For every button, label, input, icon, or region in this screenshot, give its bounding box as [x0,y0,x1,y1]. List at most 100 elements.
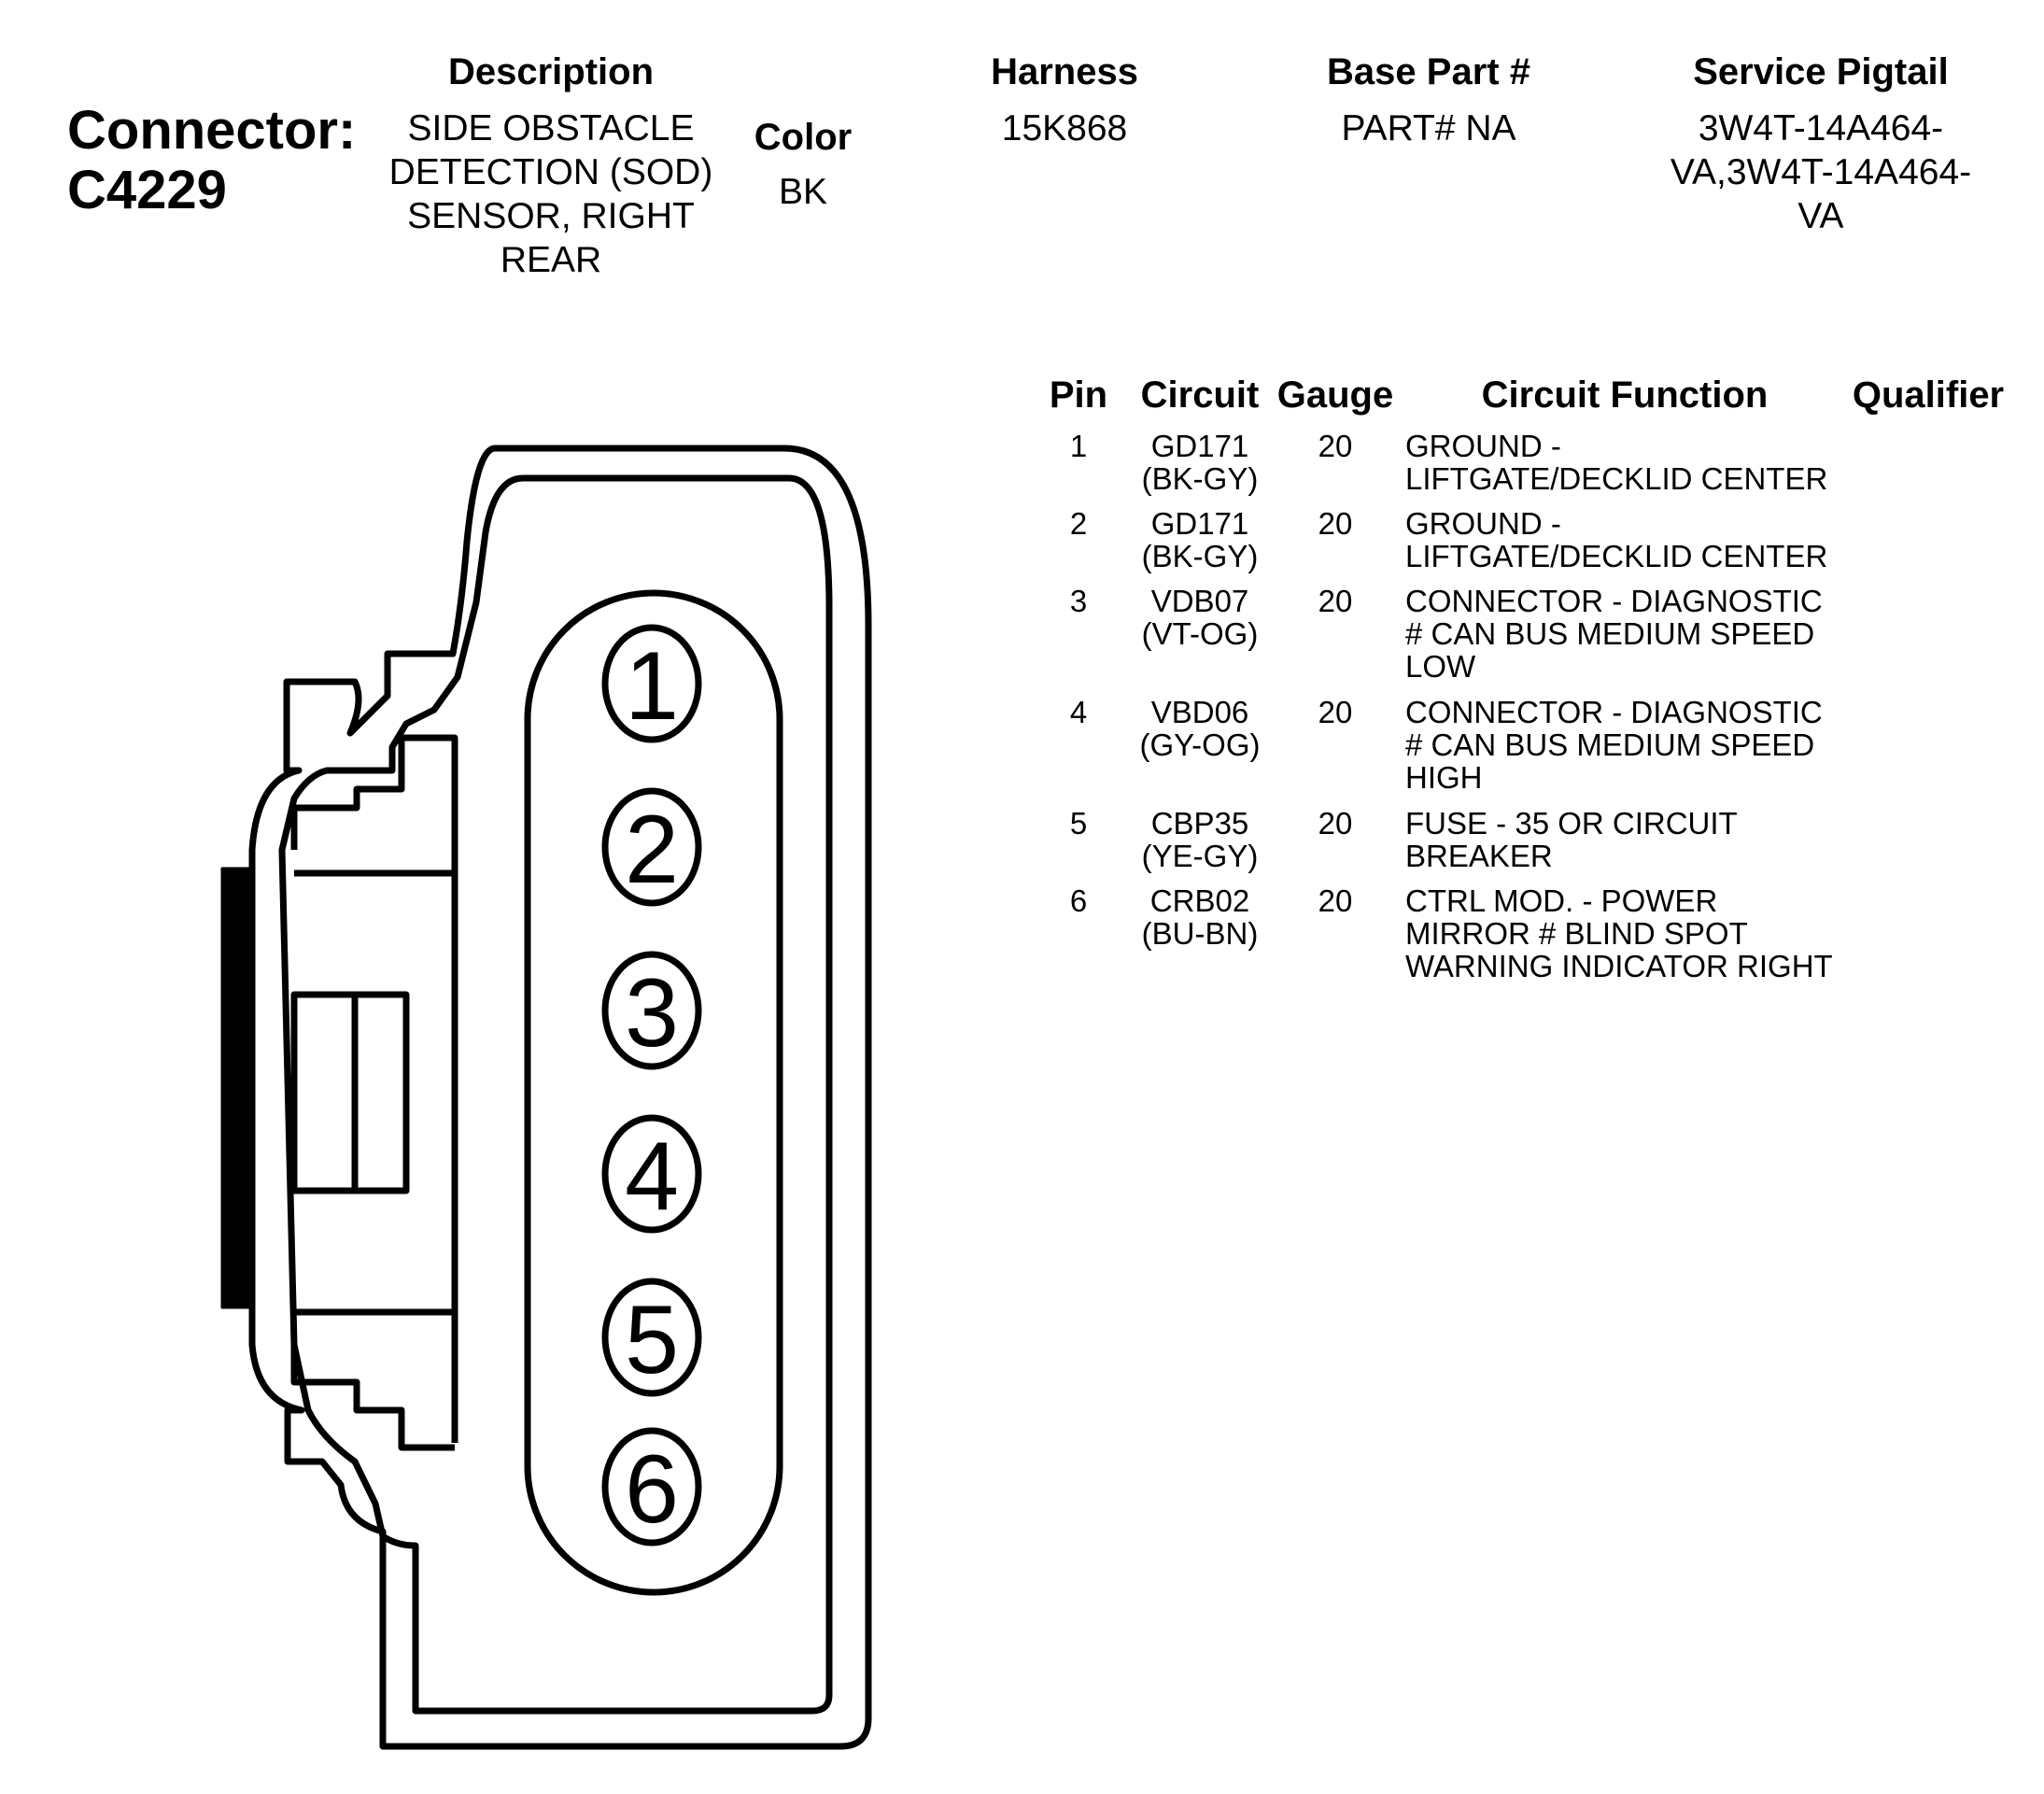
base-part-header: Base Part # [1327,51,1530,92]
circuit-function: GROUND - LIFTGATE/DECKLID CENTER [1405,507,1844,572]
pin-row-2: 2 GD171 (BK-GY) 20 GROUND - LIFTGATE/DEC… [1036,507,2017,617]
pin-number: 4 [1069,695,1088,729]
pin-number: 1 [1069,429,1088,463]
service-pigtail-line: VA [1797,196,1844,236]
function-line: GROUND - [1405,429,1561,463]
color-header: Color [754,117,853,158]
function-line: LIFTGATE/DECKLID CENTER [1405,461,1828,496]
circuit-function-column-header: Circuit Function [1481,374,1769,416]
circuit-id: CBP35 [1150,806,1249,840]
circuit-function: GROUND - LIFTGATE/DECKLID CENTER [1405,430,1844,495]
pin-row-1: 1 GD171 (BK-GY) 20 GROUND - LIFTGATE/DEC… [1036,430,2017,540]
circuit-id: GD171 [1150,506,1249,541]
circuit-id: GD171 [1150,429,1249,463]
function-line: CTRL MOD. - POWER [1405,883,1718,918]
circuit-cell: VDB07 (VT-OG) [1121,585,1279,650]
description-line: DETECTION (SOD) [388,152,713,192]
circuit-id: CRB02 [1149,883,1250,918]
pin-circle [601,951,702,1070]
housing-outer-outline [248,445,872,1750]
pin-row-4: 4 VBD06 (GY-OG) 20 CONNECTOR - DIAGNOSTI… [1036,696,2017,806]
wire-color: (VT-OG) [1141,616,1259,651]
gauge-value: 20 [1318,506,1353,541]
harness-header: Harness [991,51,1138,92]
function-line: LOW [1405,649,1476,684]
pin-number: 2 [1069,506,1088,541]
service-pigtail-line: VA,3W4T-14A464- [1670,152,1972,192]
connector-title: Connector: C4229 [67,101,356,220]
service-pigtail-header: Service Pigtail [1693,51,1949,92]
circuit-cell: GD171 (BK-GY) [1121,430,1279,495]
pin-label: 5 [625,1286,679,1394]
function-line: WARNING INDICATOR RIGHT [1405,949,1833,983]
function-line: # CAN BUS MEDIUM SPEED [1405,727,1815,762]
function-line: MIRROR # BLIND SPOT [1405,916,1748,951]
latch-upper-step [290,734,458,1443]
pin-circle [601,1278,702,1397]
pin-4: 4 [601,1114,702,1234]
circuit-id: VDB07 [1150,584,1249,618]
pin-3: 3 [601,951,702,1070]
circuit-id: VBD06 [1150,695,1249,729]
function-line: GROUND - [1405,506,1561,541]
pin-label: 1 [625,632,679,741]
function-line: # CAN BUS MEDIUM SPEED [1405,616,1815,651]
pin-label: 4 [625,1123,679,1231]
latch-window [290,991,410,1194]
connector-face-diagram: 1 2 3 4 5 6 [220,445,872,1750]
service-pigtail-value: 3W4T-14A464- VA,3W4T-14A464- VA [1625,106,2017,238]
qualifier-column-header: Qualifier [1852,374,2005,416]
pin-number: 5 [1069,806,1088,840]
harness-value: 15K868 [1001,108,1128,148]
wire-color: (BK-GY) [1141,539,1259,573]
pin-circle [601,624,702,743]
gauge-value: 20 [1318,883,1353,918]
circuit-function: CONNECTOR - DIAGNOSTIC # CAN BUS MEDIUM … [1405,696,1844,794]
grip-ridge [220,867,252,1309]
circuit-cell: CRB02 (BU-BN) [1121,884,1279,950]
pin-label: 2 [625,796,679,904]
function-line: HIGH [1405,760,1483,795]
circuit-cell: CBP35 (YE-GY) [1121,807,1279,872]
circuit-cell: VBD06 (GY-OG) [1121,696,1279,761]
wire-color: (BU-BN) [1141,916,1259,951]
gauge-value: 20 [1318,695,1353,729]
description-value: SIDE OBSTACLE DETECTION (SOD) SENSOR, RI… [355,106,747,282]
pin-5: 5 [601,1278,702,1397]
connector-label: Connector: [67,100,357,161]
pin-2: 2 [601,787,702,907]
function-line: CONNECTOR - DIAGNOSTIC [1405,584,1823,618]
circuit-function: CTRL MOD. - POWER MIRROR # BLIND SPOT WA… [1405,884,1844,982]
function-line: BREAKER [1405,839,1553,873]
description-line: SENSOR, RIGHT [407,196,695,236]
description-header: Description [447,51,655,92]
pin-1: 1 [601,624,702,743]
gauge-column-header: Gauge [1276,374,1394,416]
circuit-function: CONNECTOR - DIAGNOSTIC # CAN BUS MEDIUM … [1405,585,1844,683]
description-line: SIDE OBSTACLE [407,108,695,148]
pin-cavity [524,589,783,1596]
wire-color: (BK-GY) [1141,461,1259,496]
color-value: BK [778,172,828,212]
circuit-column-header: Circuit [1140,374,1260,416]
function-line: FUSE - 35 OR CIRCUIT [1405,806,1738,840]
function-line: LIFTGATE/DECKLID CENTER [1405,539,1828,573]
pin-circle [601,1114,702,1234]
base-part-value: PART# NA [1341,108,1516,148]
pin-label: 6 [625,1435,679,1544]
description-line: REAR [500,240,602,280]
pin-6: 6 [601,1427,702,1547]
circuit-cell: GD171 (BK-GY) [1121,507,1279,572]
pin-column-header: Pin [1049,374,1108,416]
pin-circle [601,1427,702,1547]
pin-circle [601,787,702,907]
gauge-value: 20 [1318,806,1353,840]
latch-lower-step [290,1345,455,1451]
wire-color: (YE-GY) [1141,839,1259,873]
pin-label: 3 [625,959,679,1067]
gauge-value: 20 [1318,584,1353,618]
pin-row-5: 5 CBP35 (YE-GY) 20 FUSE - 35 OR CIRCUIT … [1036,807,2017,917]
housing-inner-outline [278,474,833,1715]
function-line: CONNECTOR - DIAGNOSTIC [1405,695,1823,729]
connector-id: C4229 [67,160,227,220]
